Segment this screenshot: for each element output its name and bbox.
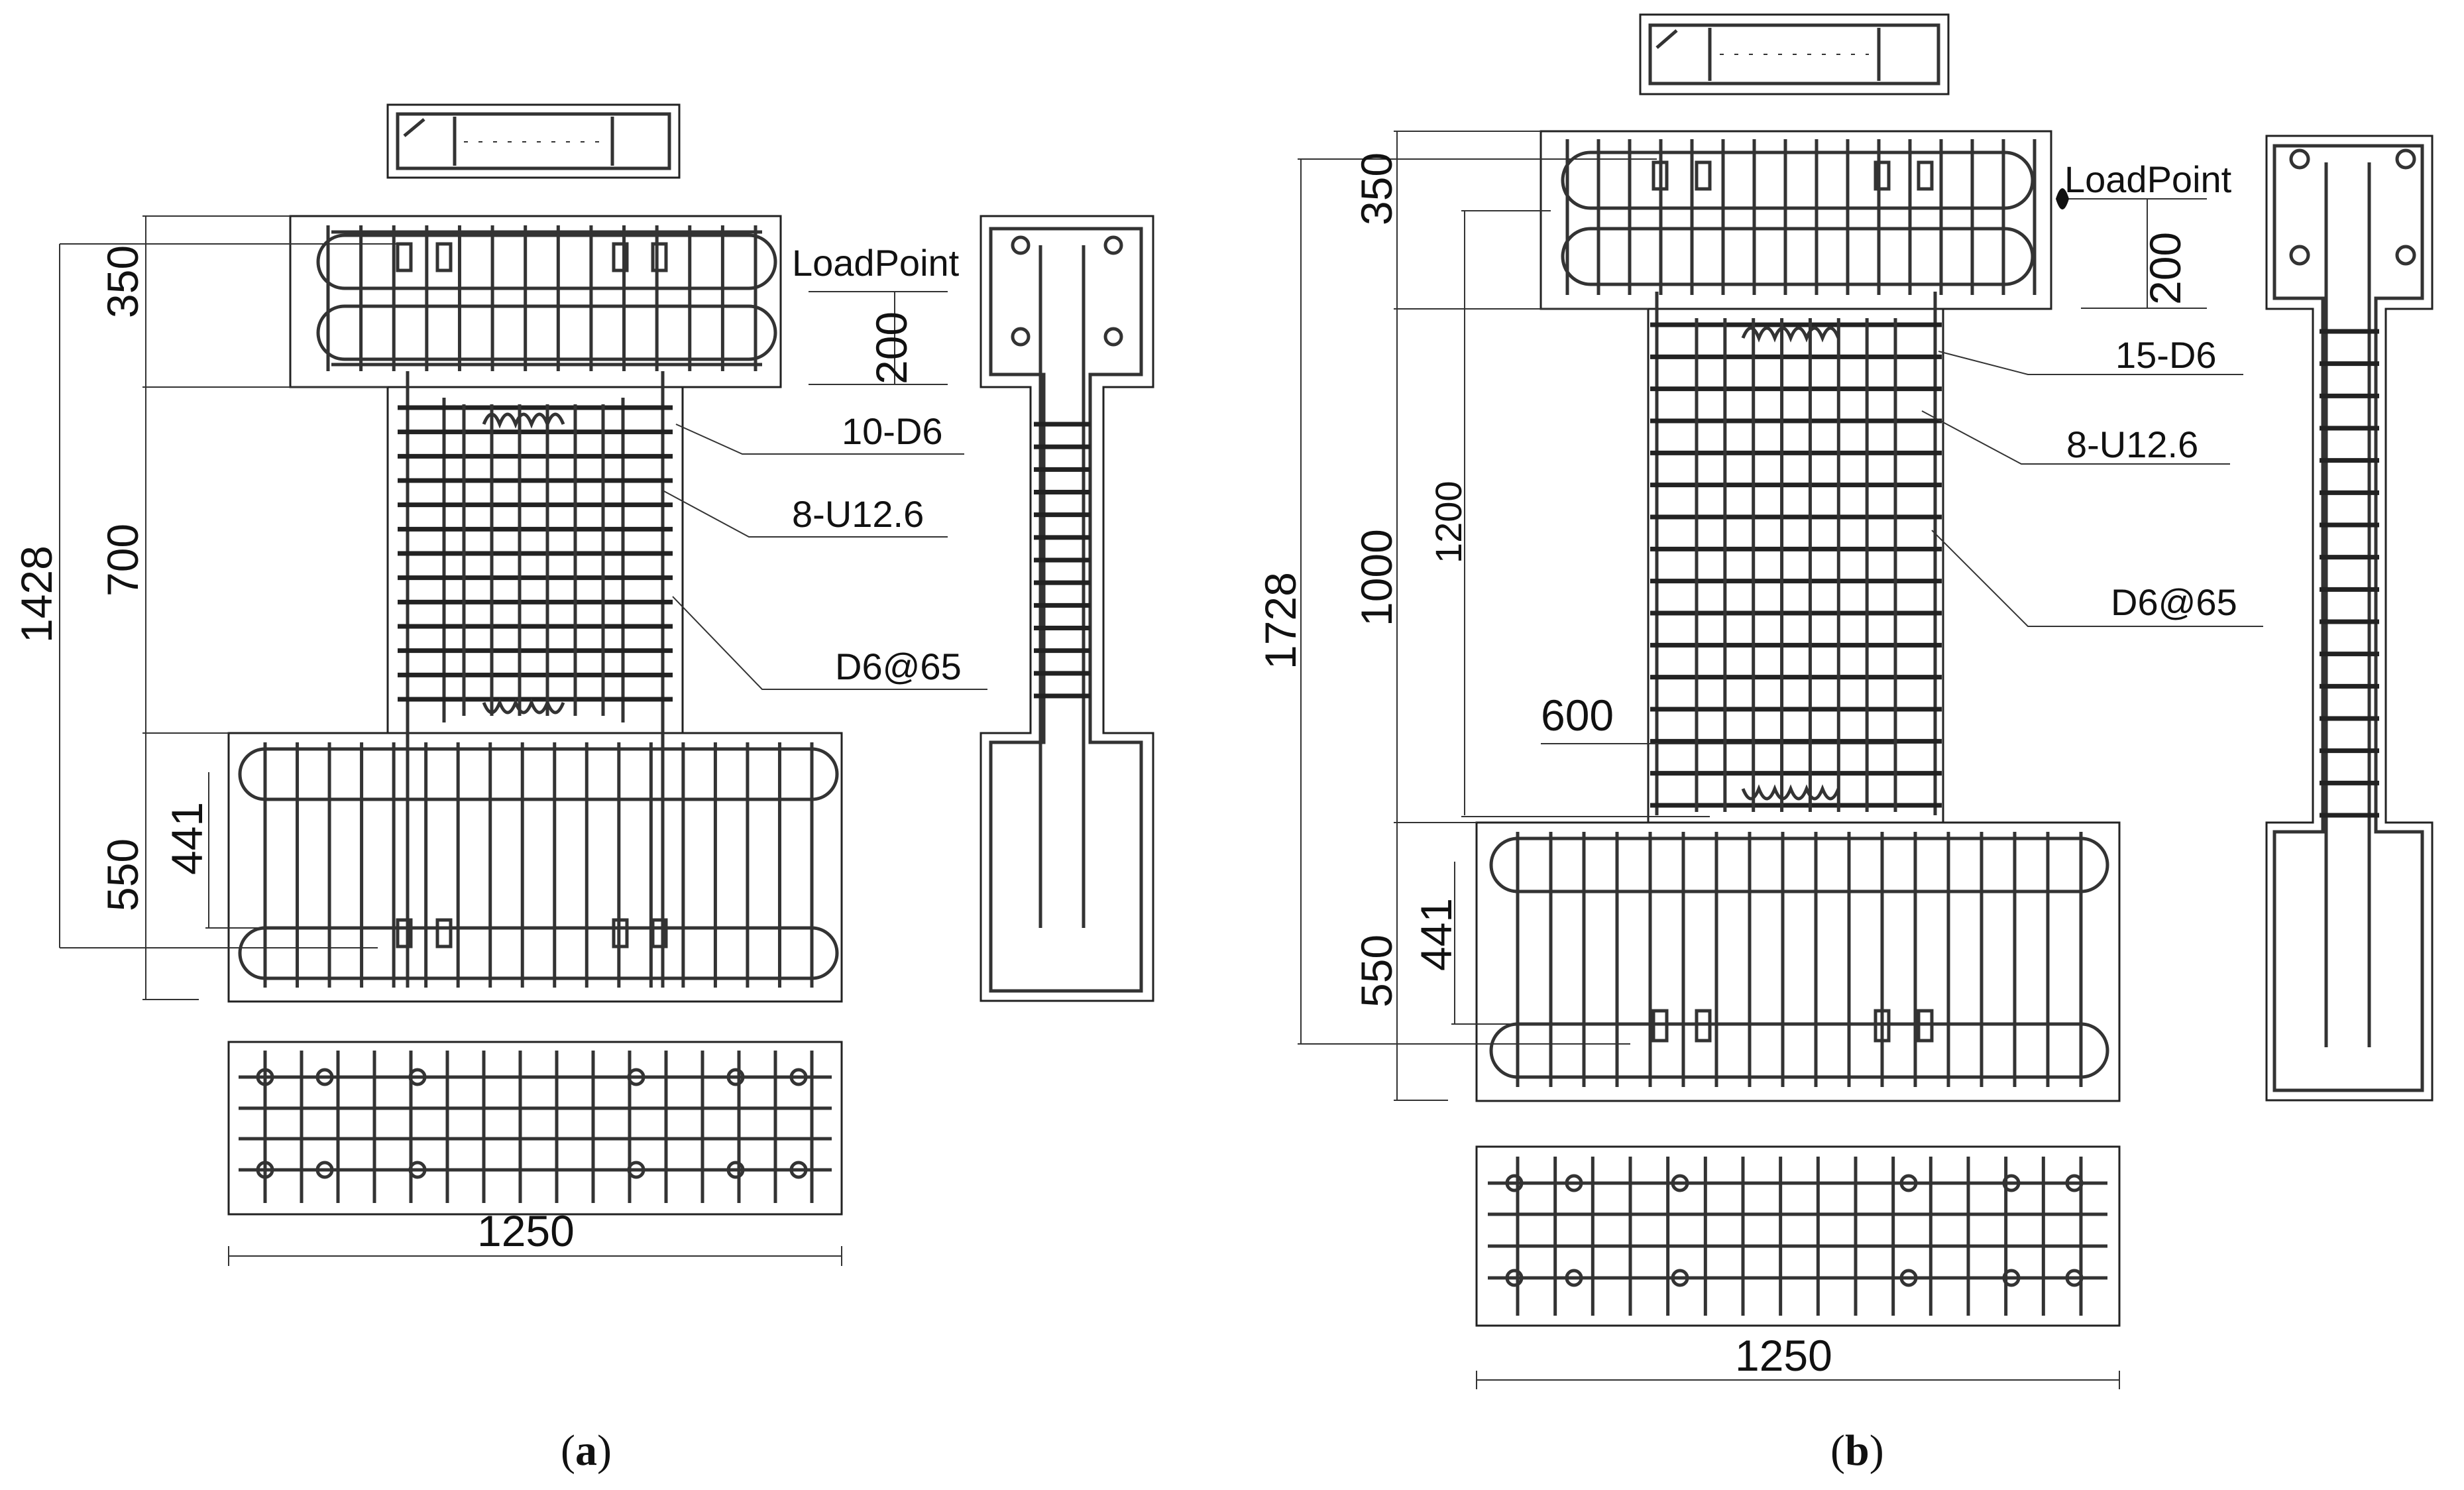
u-bar-top-a [482,412,565,429]
plan-dowel [315,1068,334,1086]
u-bar-bottom-a [482,698,565,715]
plan-dowel [2002,1174,2021,1192]
dim-total-a: 1428 [12,545,61,643]
top-beam-section-a [386,103,681,179]
plan-dowel [627,1161,645,1179]
load-point-marker-b [2056,188,2069,209]
plan-dowel [408,1161,427,1179]
dimension-lines-b [1298,131,2207,1389]
dim-wall-a: 700 [98,524,147,597]
side-section-ties-b [2320,329,2379,818]
plan-dowel [1565,1174,1583,1192]
plan-dowel [789,1068,808,1086]
anchor-bolts-b [1652,160,1934,1043]
panel-b: 350 1000 1728 1200 600 550 441 200 1250 … [1256,13,2434,1475]
label-vertical-bars-a: 8-U12.6 [792,493,924,535]
dim-anchor-b: 441 [1412,898,1461,971]
plan-dowel [2065,1174,2084,1192]
caption-a: (a) [561,1426,612,1475]
dim-wall-width-b: 600 [1541,691,1614,740]
plan-dowel [726,1068,745,1086]
plan-dowel [256,1068,274,1086]
u-bar-bottom-b [1741,784,1840,801]
leader-lines-b [1921,351,2263,627]
plan-dowel [2002,1269,2021,1287]
top-beam-stirrups-b [1565,139,2037,295]
label-horizontal-bars-a: 10-D6 [842,410,943,452]
dimension-lines-a [59,215,948,1266]
side-section-a [980,215,1154,1002]
plan-dowel [1671,1269,1689,1287]
plan-dowel [627,1068,645,1086]
wall-vertical-bars-b [1695,318,1897,812]
plan-view-a [227,1041,843,1216]
leader-lines-a [662,424,987,690]
dim-width-b: 1250 [1735,1331,1832,1380]
dim-top-beam-b: 350 [1352,152,1401,225]
label-load-point-a: LoadPoint [792,242,960,284]
plan-dowel [1565,1269,1583,1287]
side-section-ties-a [1034,422,1090,699]
plan-dowel [1671,1174,1689,1192]
plan-view-bars-a [256,1051,814,1203]
top-beam-section-b [1639,13,1950,95]
dim-width-a: 1250 [477,1206,575,1255]
plan-dowel [1899,1269,1918,1287]
dim-load-offset-a: 200 [867,312,916,384]
u-bar-top-b [1741,326,1840,343]
dim-wall-b: 1000 [1352,529,1401,626]
label-ties-a: D6@65 [835,646,962,687]
dim-load-offset-b: 200 [2141,232,2190,305]
caption-b: (b) [1830,1426,1884,1475]
plan-dowel [1505,1174,1524,1192]
wall-grid-a [406,371,665,988]
dim-column-height-b: 1200 [1428,481,1469,563]
wall-horizontal-bars-a [398,405,673,702]
label-vertical-bars-b: 8-U12.6 [2066,424,2198,465]
top-beam-stirrups-a [326,225,757,371]
dim-bottom-beam-b: 550 [1352,935,1401,1007]
dim-top-beam-a: 350 [98,245,147,318]
panel-a: 350 700 1428 550 441 200 1250 LoadPoint … [12,103,1154,1475]
label-load-point-b: LoadPoint [2064,158,2232,200]
bottom-beam-stirrups-a [263,742,814,988]
anchor-bolts-a [396,242,668,948]
plan-dowel [256,1161,274,1179]
elevation-outline-b [1475,130,2121,1102]
label-ties-b: D6@65 [2111,581,2237,623]
plan-dowel [726,1161,745,1179]
top-beam-bars-a [316,230,777,367]
wall-vertical-bars-a [462,404,605,716]
elevation-outline-a [227,215,843,1003]
dim-bottom-beam-a: 550 [98,838,147,911]
plan-view-bars-b [1505,1157,2084,1316]
wall-horizontal-bars-b [1650,322,1942,808]
plan-dowel [1505,1269,1524,1287]
plan-dowel [408,1068,427,1086]
dim-total-b: 1728 [1256,572,1305,669]
dim-anchor-a: 441 [162,802,211,875]
label-horizontal-bars-b: 15-D6 [2115,334,2217,376]
wall-grid-b [1655,292,1937,815]
side-section-b [2265,135,2434,1102]
plan-view-b [1475,1145,2121,1327]
plan-dowel [315,1161,334,1179]
plan-dowel [1899,1174,1918,1192]
top-beam-bars-b [1561,150,2035,286]
plan-dowel [2065,1269,2084,1287]
bottom-beam-stirrups-b [1516,832,2083,1087]
plan-dowel [789,1161,808,1179]
